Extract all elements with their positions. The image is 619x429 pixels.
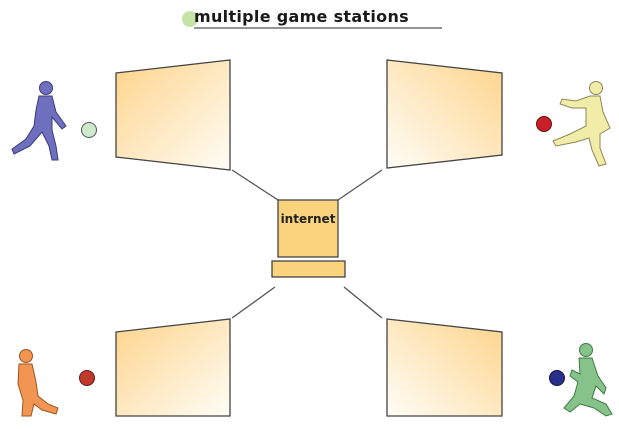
screen-bottom-left	[115, 318, 231, 417]
connection-top-right	[337, 169, 383, 201]
internet-monitor	[277, 199, 339, 258]
internet-base	[271, 260, 346, 278]
ball-top-right	[536, 116, 552, 132]
player-bottom-right-icon	[563, 343, 613, 417]
internet-label: internet	[281, 212, 336, 226]
connection-bottom-left	[231, 286, 276, 319]
diagram-title: multiple game stations	[180, 6, 450, 32]
player-top-left-icon	[11, 81, 67, 161]
player-bottom-left-icon	[17, 349, 59, 417]
screen-bottom-right	[386, 318, 503, 417]
connection-bottom-right	[343, 286, 383, 319]
ball-top-left	[81, 122, 97, 138]
connection-top-left	[231, 169, 279, 201]
player-top-right-icon	[552, 81, 611, 167]
screen-top-left	[115, 59, 231, 171]
title-text: multiple game stations	[194, 7, 409, 26]
title-bullet	[182, 11, 198, 27]
screen-top-right	[386, 59, 503, 169]
ball-bottom-right	[549, 370, 565, 386]
connections	[231, 169, 383, 319]
title-decoration	[182, 11, 442, 29]
ball-bottom-left	[79, 370, 95, 386]
